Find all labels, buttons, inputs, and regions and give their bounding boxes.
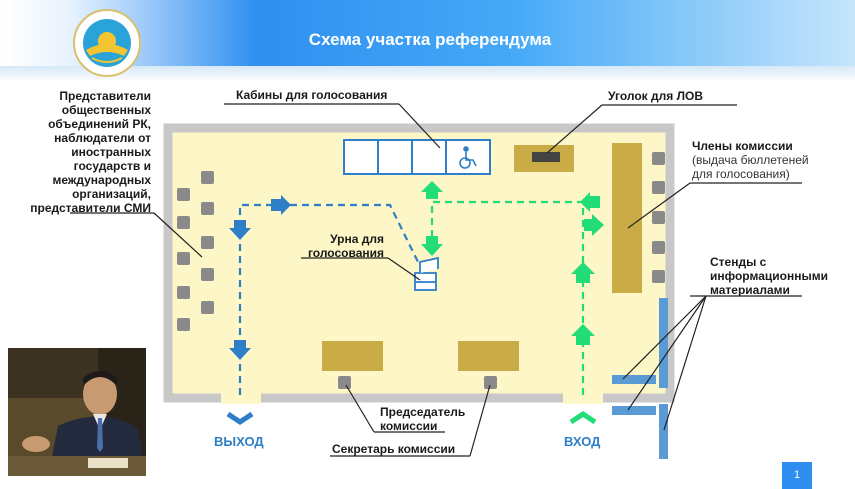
entrance-path (430, 200, 585, 395)
entrance-path-arrows (421, 181, 604, 345)
info-stands (612, 298, 668, 459)
entrance-door (563, 392, 603, 404)
exit-path (238, 203, 419, 395)
stands-label: Стенды с информационными материалами (710, 255, 828, 297)
chairman-label: Председатель комиссии (380, 405, 466, 433)
entrance-label: ВХОД (564, 434, 601, 449)
lov-corner-label: Уголок для ЛОВ (608, 89, 704, 103)
secretary-desk (458, 341, 519, 371)
exit-path-arrows (229, 195, 291, 360)
left-group-label: Представители общественных объединений Р… (30, 89, 151, 215)
exit-label: ВЫХОД (214, 434, 264, 449)
page-title: Схема участка референдума (308, 30, 552, 49)
chairs (177, 152, 665, 389)
exit-door (221, 392, 261, 404)
slide-number: 1 (782, 462, 812, 489)
commission-desk (612, 143, 642, 293)
referendum-emblem-icon (73, 9, 141, 77)
entrance-chevron-icon (569, 410, 597, 425)
ballot-box-icon (414, 256, 439, 291)
speaker-video-thumbnail[interactable] (8, 348, 146, 476)
commission-label: Члены комиссии (выдача бюллетеней для го… (692, 139, 809, 181)
wheelchair-icon (459, 146, 477, 169)
chairman-desk (322, 341, 383, 371)
booths-label: Кабины для голосования (236, 88, 388, 102)
lov-device (532, 152, 560, 162)
secretary-label: Секретарь комиссии (332, 442, 456, 456)
exit-chevron-icon (226, 411, 254, 426)
leader-lines (70, 103, 802, 457)
voting-booths (343, 139, 491, 175)
urn-label: Урна для голосования (307, 232, 384, 260)
